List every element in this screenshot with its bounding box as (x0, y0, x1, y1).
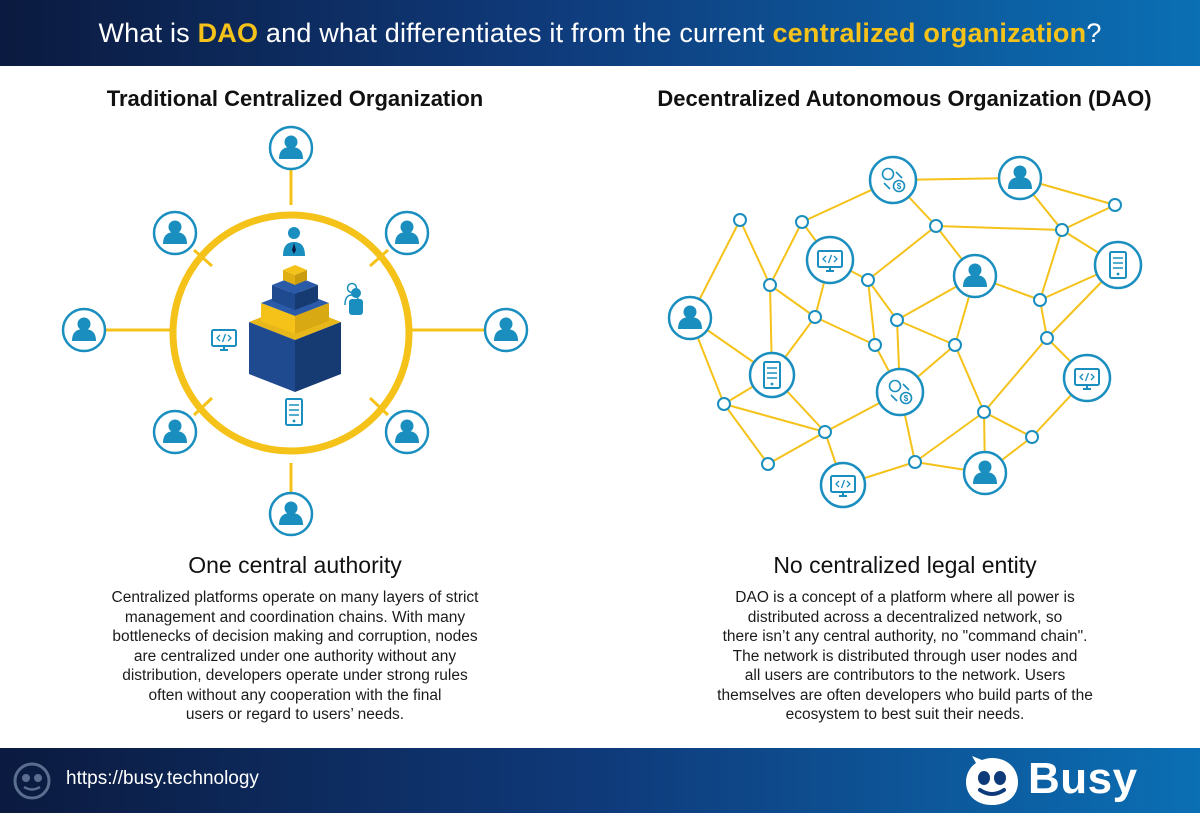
manager-icon (283, 227, 305, 256)
header-banner: What is DAO and what differentiates it f… (0, 0, 1200, 66)
monitor-code-icon (1062, 353, 1112, 403)
user-icon (485, 309, 527, 351)
centralized-diagram (63, 127, 527, 535)
title-part-1: What is (98, 17, 198, 48)
team-icon (344, 282, 363, 315)
user-icon (964, 452, 1006, 494)
user-icon (999, 157, 1041, 199)
user-icon (669, 297, 711, 339)
pyramid-icon (249, 265, 341, 392)
exchange-icon (868, 155, 918, 205)
right-description: DAO is a concept of a platform where all… (717, 589, 1093, 723)
page-title: What is DAO and what differentiates it f… (98, 18, 1101, 49)
user-icon (386, 212, 428, 254)
left-column-title: Traditional Centralized Organization (106, 86, 484, 111)
server-icon (285, 398, 303, 426)
server-icon (1093, 240, 1143, 290)
brand-name: Busy (1028, 754, 1138, 803)
network-links (689, 177, 1119, 486)
exchange-icon (875, 367, 925, 417)
user-icon (154, 212, 196, 254)
diagrams-canvas: $ (0, 0, 1143, 748)
title-part-2: and what differentiates it from the curr… (258, 17, 773, 48)
right-subtitle: No centralized legal entity (773, 552, 1037, 578)
monitor-code-icon (211, 329, 237, 351)
central-authority-ring (169, 211, 413, 455)
network-small-nodes (717, 198, 1122, 471)
left-subtitle: One central authority (188, 552, 402, 578)
website-link[interactable]: https://busy.technology (66, 768, 259, 789)
user-icon (63, 309, 105, 351)
user-icon (386, 411, 428, 453)
decentralized-network-diagram (669, 155, 1143, 509)
monitor-code-icon (805, 235, 855, 285)
user-icon (154, 411, 196, 453)
title-part-3: ? (1086, 17, 1102, 48)
left-description: Centralized platforms operate on many la… (111, 589, 479, 723)
busy-logo-icon (966, 756, 1018, 805)
user-icon (270, 493, 312, 535)
title-highlight-dao: DAO (197, 17, 259, 48)
footer-bar: https://busy.technology Busy (0, 748, 1200, 813)
title-highlight-centralized: centralized organization (772, 17, 1087, 48)
monitor-code-icon (819, 461, 867, 509)
server-icon (748, 351, 796, 399)
user-icon (270, 127, 312, 169)
user-icon (954, 255, 996, 297)
busy-small-logo-icon (13, 762, 51, 800)
right-column-title: Decentralized Autonomous Organization (D… (657, 86, 1152, 111)
